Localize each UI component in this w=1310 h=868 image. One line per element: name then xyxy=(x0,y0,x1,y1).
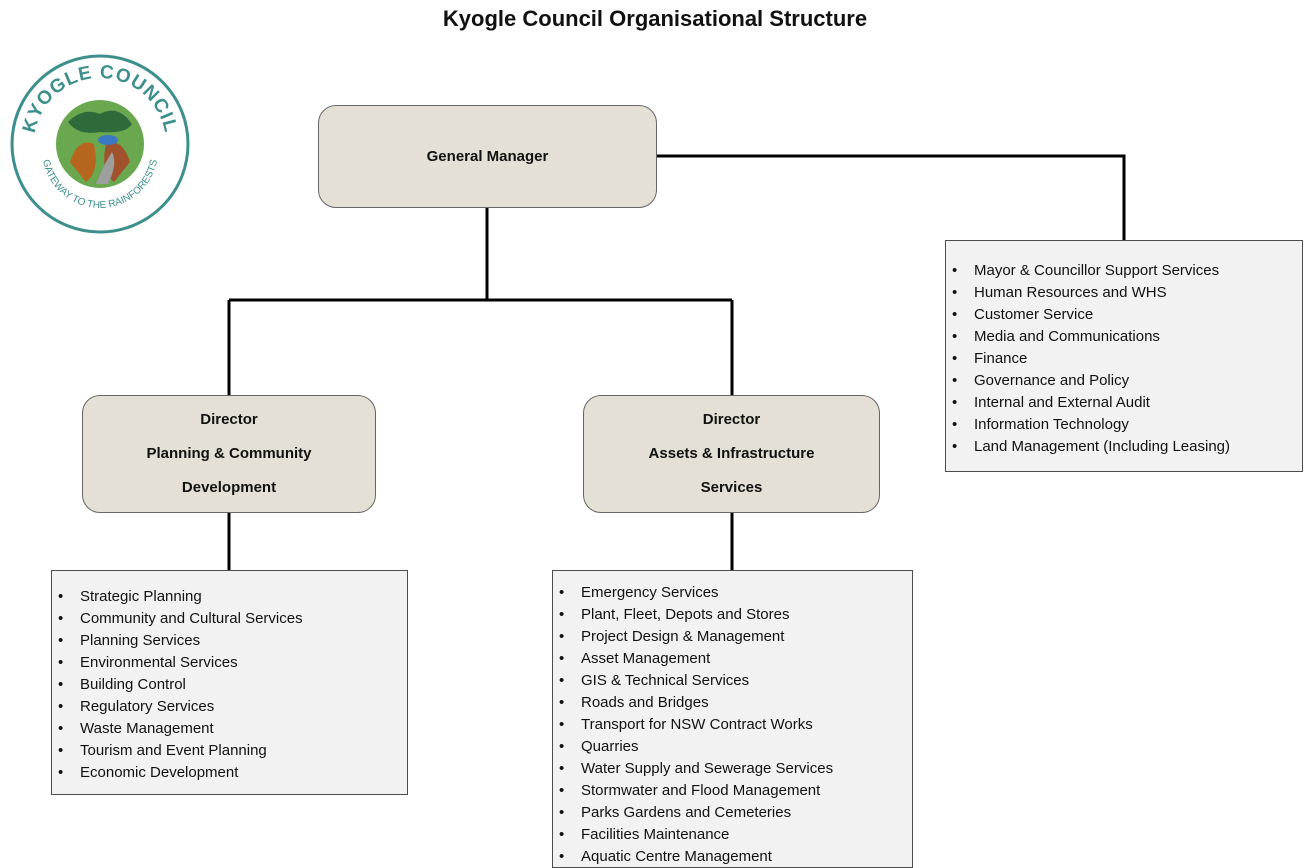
list-item: Plant, Fleet, Depots and Stores xyxy=(559,604,906,626)
kyogle-council-logo: KYOGLE COUNCIL GATEWAY TO THE RAINFOREST… xyxy=(10,54,190,234)
list-item: Information Technology xyxy=(952,414,1296,436)
director-planning-line-1: Director xyxy=(200,411,258,428)
list-item: Planning Services xyxy=(58,630,401,652)
director-assets-line-3: Services xyxy=(700,479,763,496)
page-title: Kyogle Council Organisational Structure xyxy=(442,6,868,31)
list-item: Customer Service xyxy=(952,304,1296,326)
list-item: Internal and External Audit xyxy=(952,392,1296,414)
connector-gm-to-gm-services xyxy=(657,154,1126,240)
list-item: Transport for NSW Contract Works xyxy=(559,714,906,736)
list-item: Finance xyxy=(952,348,1296,370)
list-item: Environmental Services xyxy=(58,652,401,674)
list-item: Roads and Bridges xyxy=(559,692,906,714)
list-item: Facilities Maintenance xyxy=(559,824,906,846)
list-item: Emergency Services xyxy=(559,582,906,604)
director-planning-line-2: Planning & Community xyxy=(146,445,312,462)
director-assets-services-list: Emergency Services Plant, Fleet, Depots … xyxy=(559,582,906,868)
list-item: Waste Management xyxy=(58,718,401,740)
list-item: Water Supply and Sewerage Services xyxy=(559,758,906,780)
list-item: GIS & Technical Services xyxy=(559,670,906,692)
director-planning-services-box: Strategic Planning Community and Cultura… xyxy=(51,570,408,795)
list-item: Asset Management xyxy=(559,648,906,670)
director-assets-services-box: Emergency Services Plant, Fleet, Depots … xyxy=(552,570,913,868)
general-manager-box: General Manager xyxy=(318,105,657,208)
list-item: Governance and Policy xyxy=(952,370,1296,392)
list-item: Mayor & Councillor Support Services xyxy=(952,260,1296,282)
list-item: Project Design & Management xyxy=(559,626,906,648)
list-item: Media and Communications xyxy=(952,326,1296,348)
list-item: Stormwater and Flood Management xyxy=(559,780,906,802)
list-item: Economic Development xyxy=(58,762,401,784)
list-item: Land Management (Including Leasing) xyxy=(952,436,1296,458)
list-item: Parks Gardens and Cemeteries xyxy=(559,802,906,824)
general-manager-label: General Manager xyxy=(426,147,549,165)
list-item: Tourism and Event Planning xyxy=(58,740,401,762)
list-item: Community and Cultural Services xyxy=(58,608,401,630)
list-item: Building Control xyxy=(58,674,401,696)
list-item: Strategic Planning xyxy=(58,586,401,608)
general-manager-services-list: Mayor & Councillor Support Services Huma… xyxy=(952,260,1296,458)
director-planning-line-3: Development xyxy=(181,479,277,496)
list-item: Aquatic Centre Management xyxy=(559,846,906,868)
list-item: Human Resources and WHS xyxy=(952,282,1296,304)
director-assets-line-1: Director xyxy=(702,411,761,428)
director-planning-box: Director Planning & Community Developmen… xyxy=(82,395,376,513)
list-item: Regulatory Services xyxy=(58,696,401,718)
list-item: Quarries xyxy=(559,736,906,758)
director-assets-line-2: Assets & Infrastructure xyxy=(648,445,815,462)
director-planning-services-list: Strategic Planning Community and Cultura… xyxy=(58,586,401,784)
director-assets-box: Director Assets & Infrastructure Service… xyxy=(583,395,880,513)
general-manager-services-box: Mayor & Councillor Support Services Huma… xyxy=(945,240,1303,472)
